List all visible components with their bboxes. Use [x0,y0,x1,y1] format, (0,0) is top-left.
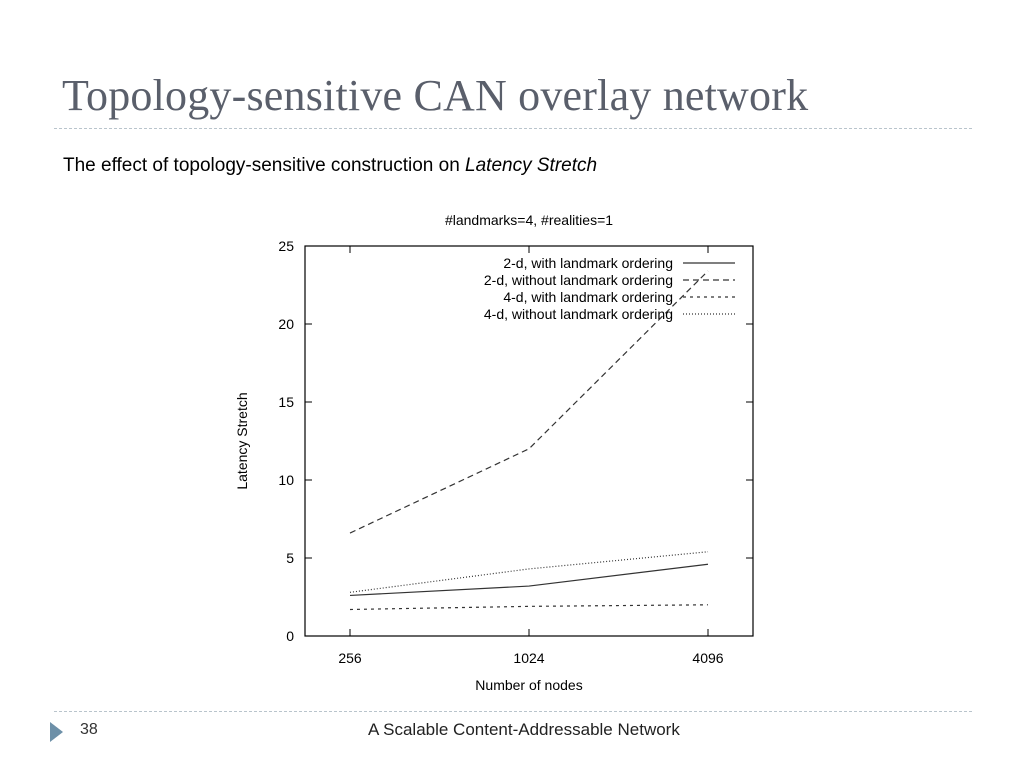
y-tick-label: 10 [278,472,294,488]
title-divider [54,128,972,129]
y-tick-label: 20 [278,316,294,332]
series-line-4 [349,551,709,593]
series-line-3 [349,604,709,611]
chart-title: #landmarks=4, #realities=1 [445,212,613,228]
x-axis-label: Number of nodes [475,677,582,693]
legend-label: 4-d, with landmark ordering [503,289,673,305]
y-tick-label: 15 [278,394,294,410]
legend-label: 4-d, without landmark ordering [484,306,673,322]
slide-title: Topology-sensitive CAN overlay network [62,71,809,120]
x-tick-label: 1024 [513,650,544,666]
y-tick-label: 5 [286,550,294,566]
subtitle-text: The effect of topology-sensitive constru… [63,155,466,176]
series-line-1 [349,563,709,597]
chart-svg: #landmarks=4, #realities=1 0 5 10 15 20 25 256 1… [234,212,754,693]
series-line-2 [349,270,709,534]
y-tick-label: 0 [286,628,294,644]
footer-title: A Scalable Content-Addressable Network [368,720,680,739]
legend-label: 2-d, without landmark ordering [484,272,673,288]
subtitle-emphasis: Latency Stretch [465,155,598,176]
x-tick-label: 4096 [692,650,723,666]
legend-label: 2-d, with landmark ordering [503,255,673,271]
y-axis-label: Latency Stretch [234,392,250,489]
footer-divider [54,711,972,712]
latency-stretch-chart: #landmarks=4, #realities=1 0 5 10 15 20 25 256 1… [220,205,780,695]
slide-subtitle: The effect of topology-sensitive constru… [63,155,597,177]
page-number: 38 [80,721,98,738]
y-tick-label: 25 [278,238,294,254]
x-tick-label: 256 [338,650,362,666]
triangle-right-icon [50,722,63,742]
